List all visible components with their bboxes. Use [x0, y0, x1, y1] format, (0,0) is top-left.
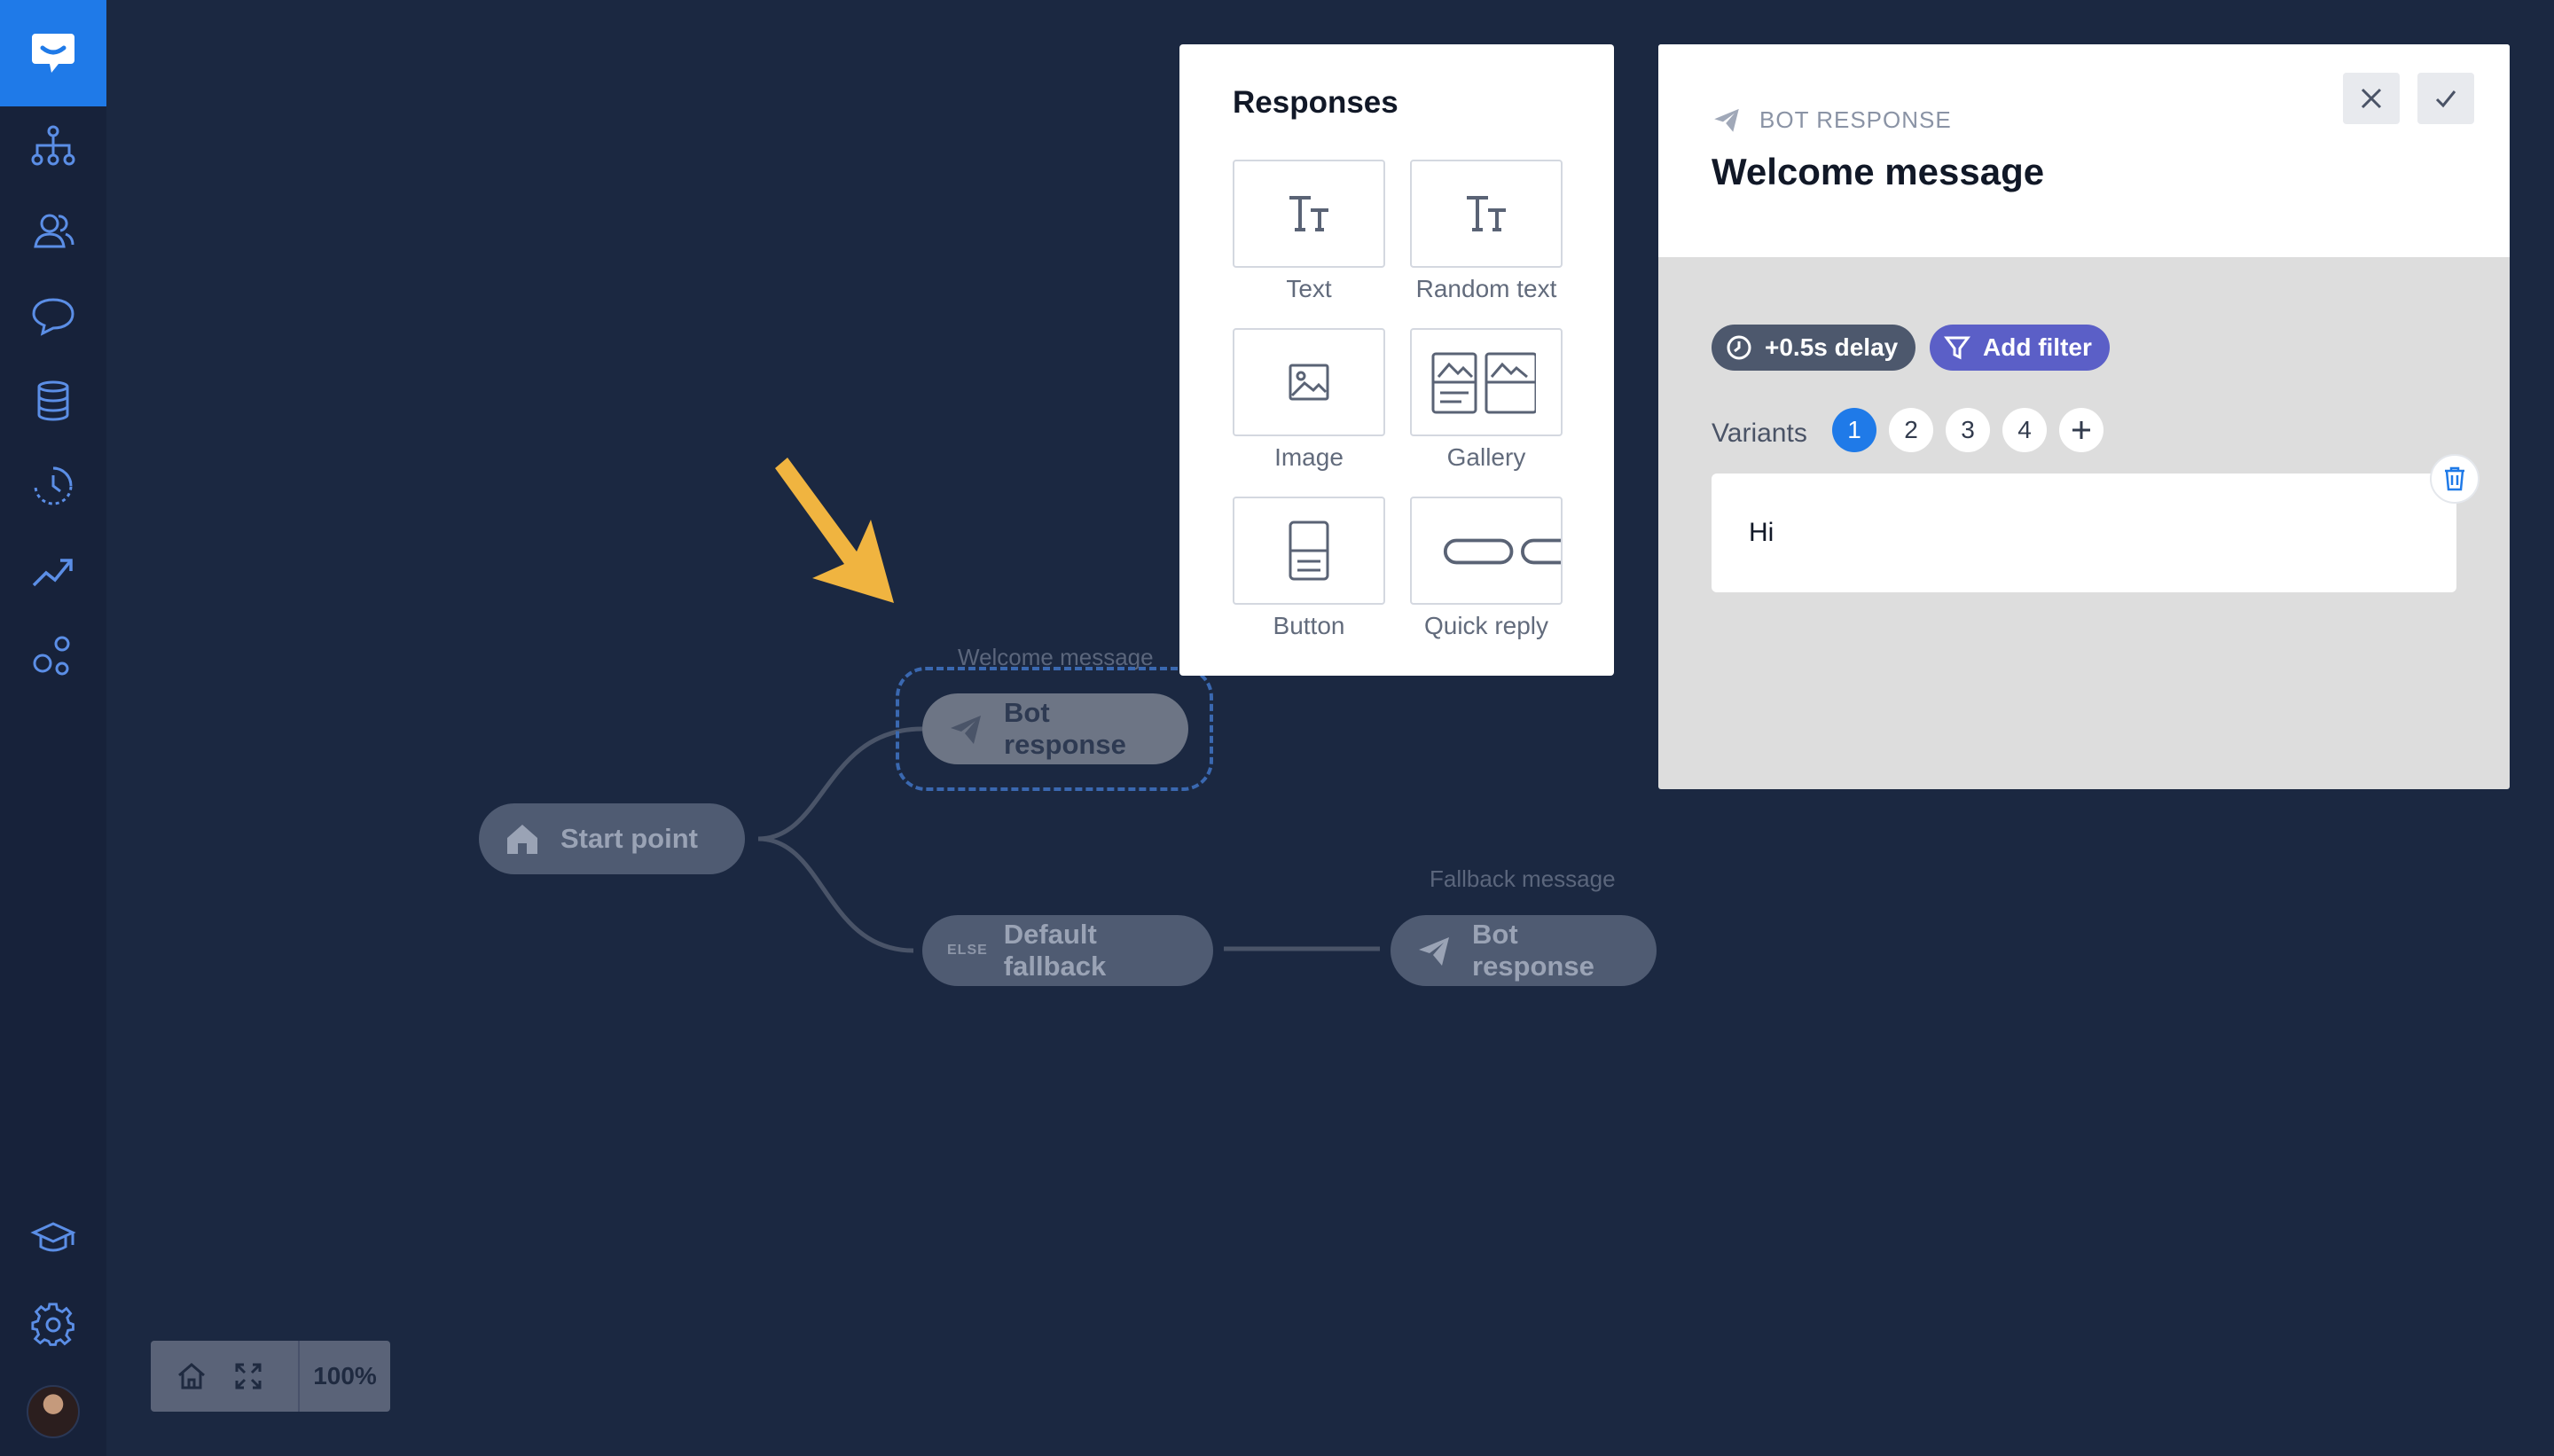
bubbles-icon	[33, 636, 70, 676]
fallback-bot-response-label: Bot response	[1472, 919, 1594, 982]
sidebar-item-audience[interactable]	[0, 188, 106, 273]
confirm-button[interactable]	[2417, 73, 2474, 124]
home-outline-icon	[178, 1363, 205, 1389]
trash-icon	[2445, 466, 2464, 491]
chat-bubble-icon	[32, 298, 74, 336]
welcome-bot-response-node[interactable]: Bot response	[922, 693, 1188, 764]
variant-tab-1[interactable]: 1	[1832, 408, 1876, 452]
panel-title: Welcome message	[1712, 151, 2045, 192]
graduation-cap-icon	[30, 1222, 76, 1252]
response-type-label: Image	[1274, 443, 1344, 471]
delete-variant-button[interactable]	[2430, 454, 2480, 504]
response-type-label: Quick reply	[1423, 612, 1549, 639]
panel-header: BOT RESPONSE Welcome message	[1658, 44, 2510, 257]
add-filter-button[interactable]: Add filter	[1930, 325, 2110, 371]
bot-response-label: Bot response	[1004, 697, 1126, 760]
response-type-label: Text	[1286, 275, 1332, 302]
variant-tab-3[interactable]: 3	[1946, 408, 1990, 452]
response-type-button-box[interactable]	[1233, 497, 1385, 605]
delay-label: +0.5s delay	[1765, 333, 1899, 361]
zoom-toolbar: 100%	[151, 1341, 390, 1412]
users-icon	[34, 214, 74, 248]
response-type-gallery[interactable]: Gallery	[1410, 328, 1563, 472]
close-button[interactable]	[2343, 73, 2400, 124]
gallery-icon	[1431, 352, 1536, 414]
plus-icon	[2072, 421, 2090, 439]
response-type-text[interactable]: Text	[1233, 160, 1385, 303]
check-icon	[2435, 90, 2456, 108]
paper-plane-icon	[951, 716, 981, 744]
annotation-arrow-canvas	[775, 458, 894, 603]
fallback-bot-response-node[interactable]: Bot response	[1391, 915, 1657, 986]
add-filter-label: Add filter	[1983, 333, 2092, 361]
response-type-random-text-box[interactable]	[1410, 160, 1563, 268]
filter-icon	[1944, 336, 1970, 360]
else-tag: ELSE	[947, 943, 988, 958]
response-type-random-text[interactable]: Random text	[1410, 160, 1563, 303]
default-fallback-node[interactable]: ELSE Default fallback	[922, 915, 1213, 986]
zoom-level[interactable]: 100%	[313, 1362, 377, 1389]
sidebar-item-analytics[interactable]	[0, 528, 106, 614]
paper-plane-icon	[1419, 937, 1449, 966]
sidebar-item-history[interactable]	[0, 443, 106, 528]
database-icon	[37, 380, 69, 421]
responses-title: Responses	[1233, 85, 1398, 120]
expand-icon	[235, 1363, 262, 1389]
gear-icon	[31, 1303, 74, 1346]
responses-popup: Responses Text Random text	[1179, 44, 1614, 676]
image-icon	[1289, 364, 1329, 401]
start-point-label: Start point	[560, 823, 698, 854]
sitemap-icon	[31, 125, 75, 166]
home-view-button[interactable]	[163, 1341, 220, 1412]
close-icon	[2361, 88, 2382, 109]
sidebar-item-settings[interactable]	[0, 1282, 106, 1367]
selected-node-outline	[896, 667, 1213, 791]
response-type-label: Button	[1273, 612, 1345, 639]
variant-tab-4[interactable]: 4	[2002, 408, 2047, 452]
response-type-button[interactable]: Button	[1233, 497, 1385, 640]
clock-history-icon	[34, 466, 73, 505]
response-type-text-box[interactable]	[1233, 160, 1385, 268]
fallback-message-caption: Fallback message	[1430, 865, 1616, 892]
button-icon	[1289, 521, 1329, 581]
variant-tab-2[interactable]: 2	[1889, 408, 1933, 452]
sidebar-item-integrations[interactable]	[0, 614, 106, 699]
sidebar	[0, 0, 106, 1456]
start-point-node[interactable]: Start point	[479, 803, 745, 874]
bot-response-panel: BOT RESPONSE Welcome message +0.5s delay…	[1658, 44, 2510, 789]
home-icon	[507, 825, 537, 854]
welcome-message-caption: Welcome message	[958, 644, 1154, 670]
app-logo[interactable]	[0, 0, 106, 106]
response-type-quick-reply[interactable]: Quick reply	[1410, 497, 1563, 640]
panel-kicker-label: BOT RESPONSE	[1759, 106, 1952, 133]
sidebar-item-flows[interactable]	[0, 103, 106, 188]
variants-label: Variants	[1712, 419, 1807, 448]
chat-logo-icon	[32, 34, 74, 73]
sidebar-item-learning[interactable]	[0, 1197, 106, 1282]
message-text-input[interactable]: Hi	[1712, 474, 2456, 592]
response-type-gallery-box[interactable]	[1410, 328, 1563, 436]
sidebar-item-data[interactable]	[0, 358, 106, 443]
clock-icon	[1727, 335, 1751, 360]
fit-to-screen-button[interactable]	[220, 1341, 277, 1412]
connector-start-to-fallback	[757, 836, 914, 953]
user-avatar[interactable]	[27, 1385, 80, 1438]
response-type-label: Gallery	[1446, 443, 1526, 471]
add-variant-button[interactable]	[2059, 408, 2104, 452]
panel-kicker: BOT RESPONSE	[1712, 105, 1952, 135]
response-type-image[interactable]: Image	[1233, 328, 1385, 472]
sidebar-item-chats[interactable]	[0, 273, 106, 358]
response-type-quick-reply-box[interactable]	[1410, 497, 1563, 605]
trend-up-icon	[32, 559, 73, 587]
toolbar-divider	[298, 1341, 300, 1412]
text-format-icon	[1289, 196, 1328, 231]
response-type-label: Random text	[1415, 275, 1557, 302]
paper-plane-icon	[1714, 108, 1739, 132]
text-format-icon	[1467, 196, 1506, 231]
default-fallback-label: Default fallback	[1003, 919, 1107, 982]
quick-reply-icon	[1443, 538, 1561, 565]
response-type-image-box[interactable]	[1233, 328, 1385, 436]
delay-pill[interactable]: +0.5s delay	[1712, 325, 1916, 371]
